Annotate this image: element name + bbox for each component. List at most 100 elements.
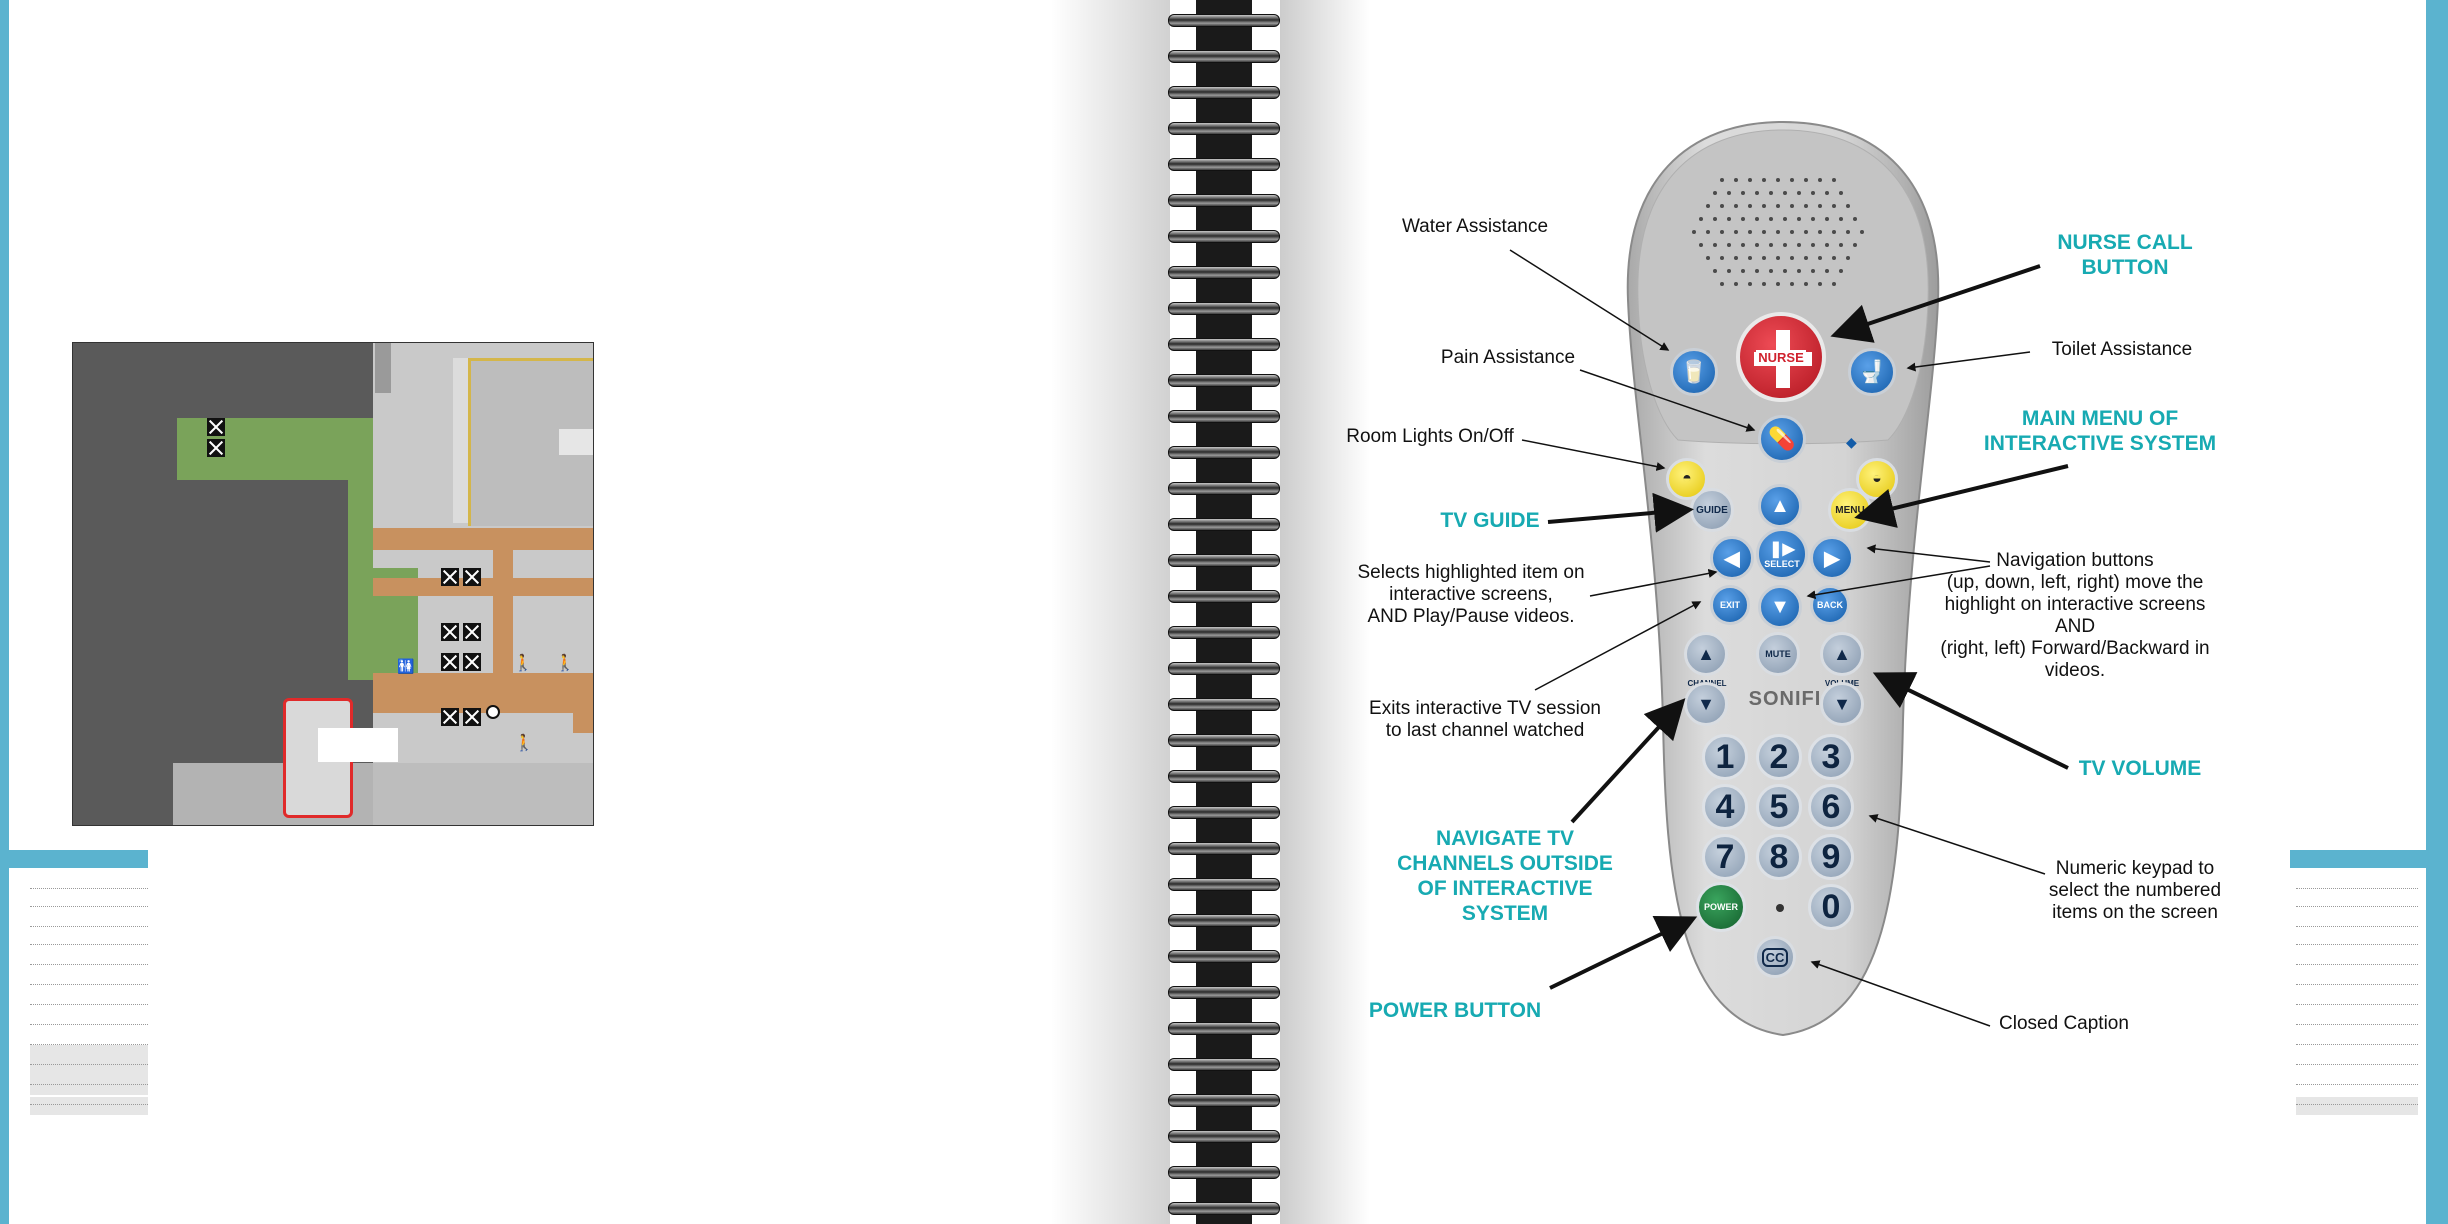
key-6[interactable]: 6	[1808, 784, 1854, 830]
key-8[interactable]: 8	[1756, 834, 1802, 880]
label-exits: Exits interactive TV session to last cha…	[1360, 698, 1610, 742]
toilet-assistance-button[interactable]: 🚽	[1848, 348, 1896, 396]
label-line: (right, left) Forward/Backward in	[1940, 638, 2210, 659]
speaker-hole	[1839, 217, 1843, 221]
elevator-icon	[441, 708, 459, 726]
key-label: 0	[1821, 887, 1841, 926]
dotted-line	[2296, 1044, 2418, 1045]
key-3[interactable]: 3	[1808, 734, 1854, 780]
speaker-hole	[1762, 204, 1766, 208]
coil-ring	[1168, 482, 1280, 495]
speaker-hole	[1741, 269, 1745, 273]
dotted-line	[2296, 888, 2418, 889]
label-toilet-assistance: Toilet Assistance	[2051, 339, 2193, 360]
select-button[interactable]: ❚▶SELECT	[1756, 528, 1808, 580]
lamp-icon: ◓	[1682, 470, 1692, 487]
remote-control: NURSE 🥛 🚽 💊 ◆ ◓ ◒ GUIDE ▲ MENU ◀ ❚▶SELEC…	[1618, 120, 1948, 1040]
arrow-lights	[1521, 439, 1666, 471]
closed-caption-button[interactable]: CC	[1754, 936, 1796, 978]
mute-button[interactable]: MUTE	[1756, 632, 1800, 676]
speaker-hole	[1727, 243, 1731, 247]
speaker-hole	[1713, 191, 1717, 195]
speaker-hole	[1825, 217, 1829, 221]
key-0[interactable]: 0	[1808, 884, 1854, 930]
person-icon: 🚶	[513, 655, 533, 672]
play-pause-icon: ❚▶	[1769, 541, 1795, 558]
label-power-button: POWER BUTTON	[1368, 999, 1542, 1022]
key-5[interactable]: 5	[1756, 784, 1802, 830]
cc-label: CC	[1761, 947, 1789, 967]
dotted-line	[30, 1064, 148, 1065]
speaker-hole	[1776, 230, 1780, 234]
label-line: highlight on interactive screens	[1944, 594, 2206, 615]
coil-ring	[1168, 734, 1280, 747]
arrow-exit	[1534, 601, 1702, 691]
label-water-assistance: Water Assistance	[1401, 216, 1549, 237]
key-2[interactable]: 2	[1756, 734, 1802, 780]
page-tab-left	[9, 850, 148, 868]
clock-icon	[486, 705, 500, 719]
volume-down-button[interactable]: ▼	[1820, 682, 1864, 726]
label-line: Exits interactive TV session	[1369, 698, 1601, 719]
key-label: 7	[1715, 837, 1735, 876]
left-button[interactable]: ◀	[1710, 536, 1754, 580]
speaker-hole	[1755, 217, 1759, 221]
elevator-icon	[441, 623, 459, 641]
speaker-hole	[1783, 191, 1787, 195]
water-assistance-button[interactable]: 🥛	[1670, 348, 1718, 396]
exit-button[interactable]: EXIT	[1710, 585, 1750, 625]
elevator-icon	[463, 708, 481, 726]
lower-tiles	[373, 763, 593, 825]
speaker-hole	[1762, 178, 1766, 182]
dotted-line	[2296, 1024, 2418, 1025]
page-tab-right	[2290, 850, 2426, 868]
right-button[interactable]: ▶	[1810, 536, 1854, 580]
dotted-line	[2296, 964, 2418, 965]
channel-up-button[interactable]: ▲	[1684, 632, 1728, 676]
nurse-call-button[interactable]: NURSE	[1736, 312, 1826, 402]
coil-ring	[1168, 878, 1280, 891]
speaker-hole	[1797, 269, 1801, 273]
speaker-hole	[1804, 230, 1808, 234]
orange-corridor	[493, 528, 513, 713]
volume-up-button[interactable]: ▲	[1820, 632, 1864, 676]
power-button[interactable]: POWER	[1696, 882, 1746, 932]
channel-down-button[interactable]: ▼	[1684, 682, 1728, 726]
speaker-hole	[1839, 243, 1843, 247]
speaker-hole	[1853, 217, 1857, 221]
key-9[interactable]: 9	[1808, 834, 1854, 880]
speaker-hole	[1755, 269, 1759, 273]
label-tv-guide: TV GUIDE	[1440, 509, 1540, 532]
speaker-hole	[1748, 178, 1752, 182]
toilet-icon: 🚽	[1858, 359, 1886, 384]
coil-ring	[1168, 374, 1280, 387]
key-label: 9	[1821, 837, 1841, 876]
pain-assistance-button[interactable]: 💊	[1758, 415, 1806, 463]
coil-ring	[1168, 770, 1280, 783]
up-button[interactable]: ▲	[1758, 484, 1802, 528]
speaker-hole	[1748, 230, 1752, 234]
dotted-line	[30, 1004, 148, 1005]
label-pain-assistance: Pain Assistance	[1440, 347, 1576, 368]
wall	[375, 343, 391, 393]
speaker-hole	[1727, 269, 1731, 273]
down-button[interactable]: ▼	[1758, 585, 1802, 629]
speaker-hole	[1860, 230, 1864, 234]
key-7[interactable]: 7	[1702, 834, 1748, 880]
person-icon: 🚶	[514, 735, 534, 752]
arrow-guide	[1547, 492, 1694, 533]
speaker-hole	[1776, 178, 1780, 182]
speaker-hole	[1699, 217, 1703, 221]
speaker-hole	[1790, 230, 1794, 234]
mute-label: MUTE	[1765, 649, 1791, 659]
orange-corridor	[573, 673, 593, 733]
speaker-hole	[1832, 230, 1836, 234]
speaker-hole	[1776, 204, 1780, 208]
speaker-hole	[1846, 204, 1850, 208]
orange-corridor	[373, 528, 593, 550]
key-1[interactable]: 1	[1702, 734, 1748, 780]
speaker-hole	[1825, 243, 1829, 247]
key-4[interactable]: 4	[1702, 784, 1748, 830]
pill-icon: 💊	[1768, 426, 1796, 451]
